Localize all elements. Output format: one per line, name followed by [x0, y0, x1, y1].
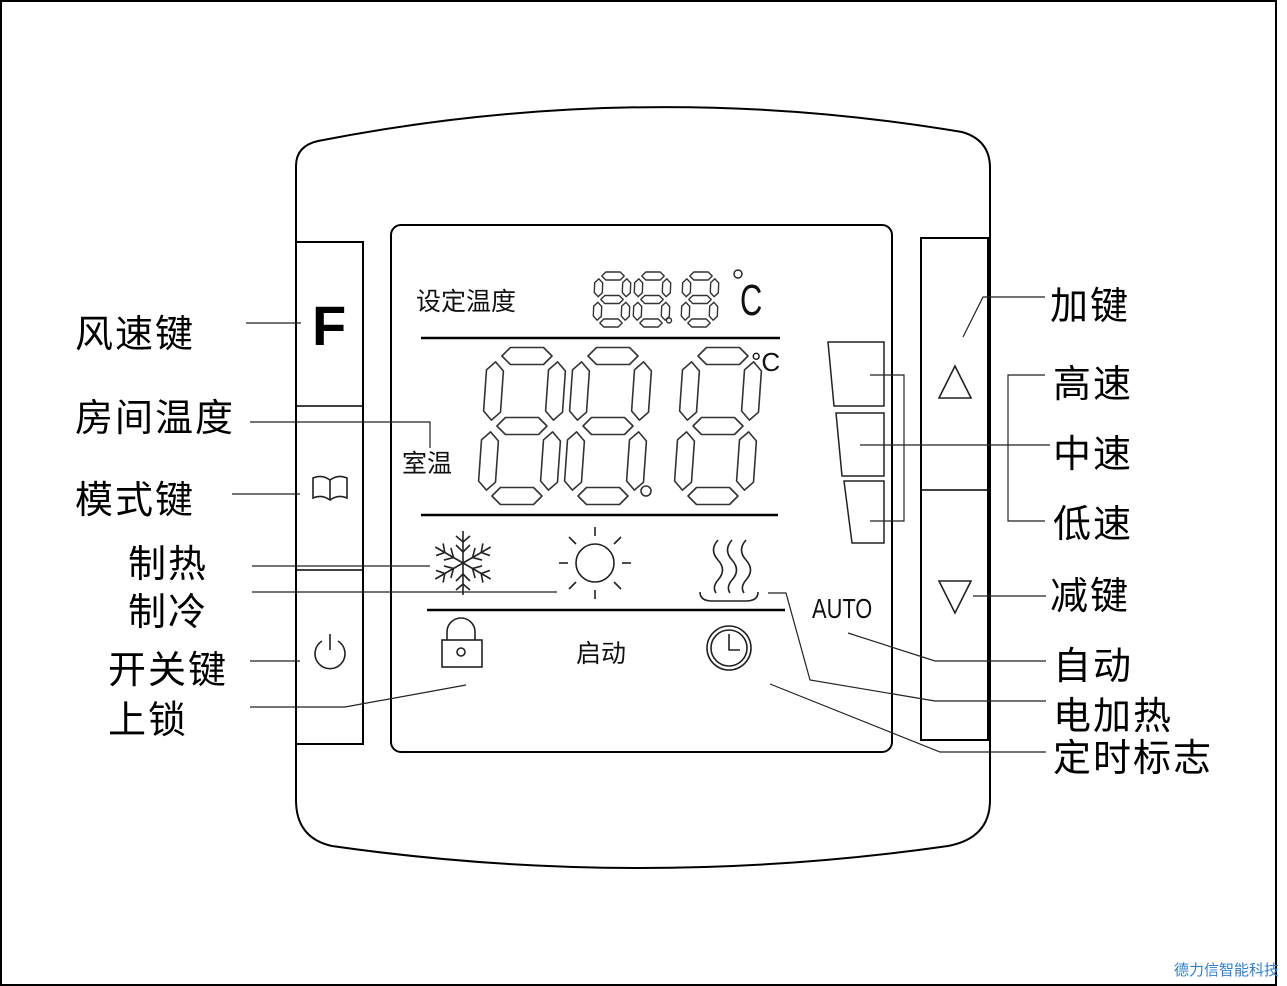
lcd-window	[390, 224, 893, 753]
callout-mode-key: 模式键	[75, 478, 196, 522]
room-temp-unit: °C	[751, 347, 781, 377]
electric-heat-icon	[699, 539, 759, 602]
device-body	[295, 106, 991, 869]
down-triangle-icon[interactable]	[937, 580, 973, 615]
set-temp-digit-segment	[688, 294, 712, 305]
set-temp-digit-segment	[639, 318, 663, 328]
set-temp-degree-dot	[733, 269, 743, 279]
room-temp-digit-segment	[692, 416, 744, 436]
room-temp-digit-segment	[630, 361, 653, 421]
room-temp-digit-segment	[577, 486, 629, 506]
leader-lines-left	[232, 322, 557, 708]
set-temp-digit-segment	[592, 301, 603, 321]
set-temp-unit: C	[740, 276, 763, 325]
callout-electric-heat: 电加热	[1053, 694, 1174, 738]
callout-lock: 上锁	[108, 698, 189, 742]
room-temp-digit-segment	[687, 486, 739, 506]
room-temp-digit-segment	[587, 346, 639, 366]
set-temp-digit-segment	[632, 301, 643, 321]
room-temp-digit-segment	[697, 346, 749, 366]
callout-high-speed: 高速	[1053, 362, 1134, 406]
callout-medium-speed: 中速	[1053, 432, 1134, 476]
callout-up-key: 加键	[1050, 284, 1131, 328]
room-temp-digit-segment	[735, 431, 758, 491]
room-temp-digit-segment	[539, 431, 562, 491]
up-triangle-icon[interactable]	[937, 364, 973, 399]
set-temp-label: 设定温度	[416, 287, 517, 316]
lock-icon	[441, 617, 483, 668]
set-temp-digit-segment	[680, 301, 691, 321]
fan-speed-bars	[827, 341, 885, 544]
set-temp-digit-segment	[709, 278, 720, 298]
set-temp-digits	[592, 271, 720, 328]
set-temp-digit-segment	[689, 271, 713, 281]
start-label: 启动	[576, 639, 627, 668]
callout-timer-icon: 定时标志	[1053, 736, 1214, 780]
set-temp-digit-segment	[620, 301, 631, 321]
set-temp-digit-segment	[593, 278, 604, 298]
right-button-strip	[920, 237, 989, 741]
set-temp-digit-segment	[661, 278, 672, 298]
set-temp-digit-segment	[621, 278, 632, 298]
room-temp-digit-segment	[491, 486, 543, 506]
room-temp-digit-segment	[496, 416, 548, 436]
callout-heating: 制热	[128, 542, 209, 586]
callout-power-key: 开关键	[108, 648, 229, 692]
set-temp-digit-segment	[633, 278, 644, 298]
set-temp-digit-segment	[708, 301, 719, 321]
fan-bar-high	[827, 341, 885, 407]
set-temp-digit-segment	[641, 271, 665, 281]
room-temp-digits	[477, 346, 763, 506]
set-temp-digit-segment	[687, 318, 711, 328]
room-temp-label: 室温	[402, 449, 453, 478]
power-key-icon[interactable]	[314, 634, 346, 670]
leader-lines-right	[768, 296, 1050, 753]
room-temp-digit-segment	[501, 346, 553, 366]
callout-cooling: 制冷	[128, 590, 209, 634]
room-temp-digit-segment	[740, 361, 763, 421]
room-temp-digit-segment	[582, 416, 634, 436]
snowflake-icon	[430, 531, 496, 596]
callout-fan-speed-key: 风速键	[75, 312, 196, 356]
set-temp-digit-segment	[660, 301, 671, 321]
set-temp-digit-segment	[681, 278, 692, 298]
room-temp-digit-segment	[673, 431, 696, 491]
callout-auto: 自动	[1053, 644, 1134, 688]
room-temp-digit-segment	[477, 431, 500, 491]
timer-clock-icon	[706, 625, 752, 671]
mode-key-book-icon[interactable]	[312, 475, 348, 501]
auto-label: AUTO	[812, 593, 873, 624]
brand-watermark: 德力信智能科技	[1173, 961, 1279, 979]
set-temp-digit-segment	[600, 294, 624, 305]
room-temp-digit-segment	[544, 361, 567, 421]
sun-icon	[559, 527, 631, 599]
room-temp-digit-segment	[563, 431, 586, 491]
room-temp-digit-decimal-point	[640, 485, 652, 497]
fan-speed-key-button[interactable]: F	[312, 294, 347, 357]
room-temp-digit-segment	[568, 361, 591, 421]
room-temp-digit-segment	[625, 431, 648, 491]
fan-bar-low	[843, 480, 885, 544]
set-temp-digit-decimal-point	[665, 317, 673, 324]
room-temp-digit-segment	[482, 361, 505, 421]
callout-room-temperature: 房间温度	[75, 396, 236, 440]
left-button-strip	[295, 241, 364, 745]
callout-down-key: 减键	[1050, 574, 1131, 618]
fan-bar-medium	[835, 412, 885, 477]
room-temp-digit-segment	[678, 361, 701, 421]
set-temp-digit-segment	[640, 294, 664, 305]
set-temp-digit-segment	[599, 318, 623, 328]
set-temp-digit-segment	[601, 271, 625, 281]
callout-low-speed: 低速	[1053, 502, 1134, 546]
